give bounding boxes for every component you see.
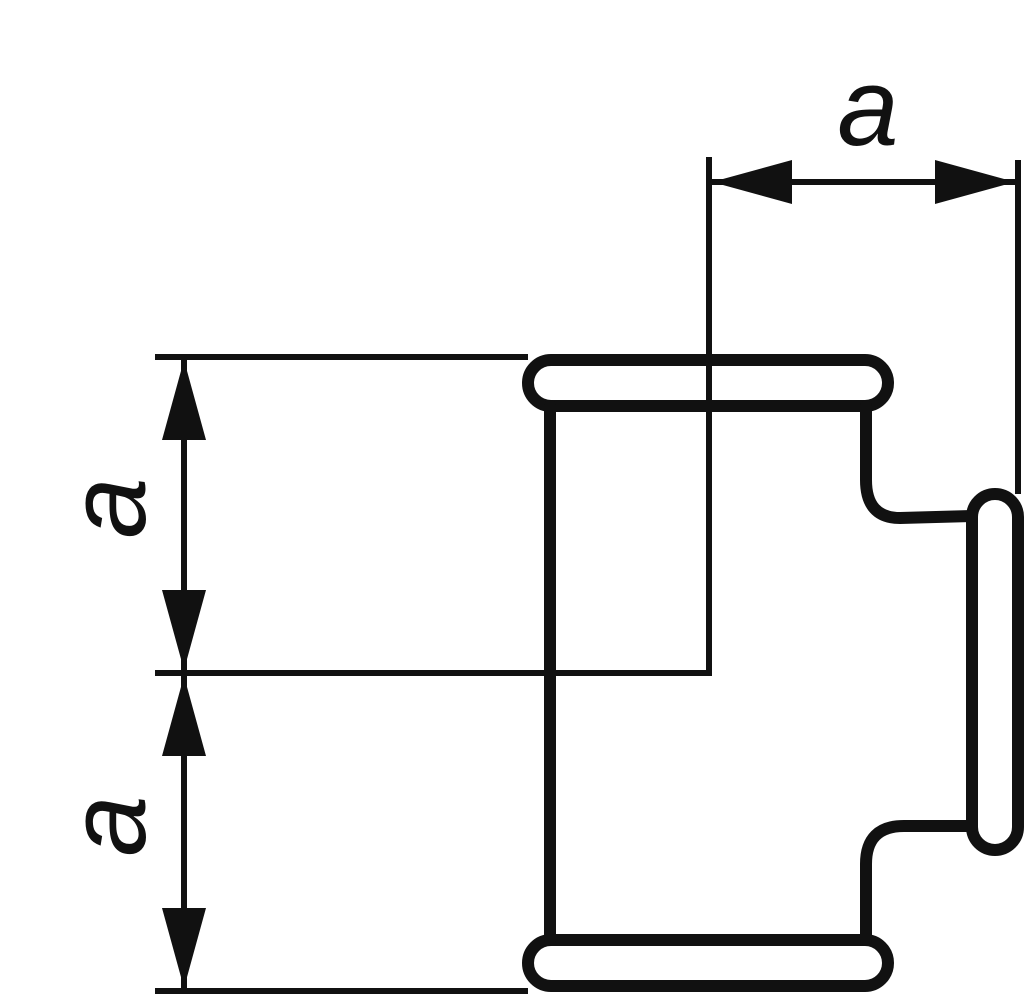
dimension-upper — [162, 360, 206, 670]
arrow-up — [162, 676, 206, 756]
arrow-right — [935, 160, 1015, 204]
arrow-up — [162, 360, 206, 440]
body-upper-neck — [860, 400, 978, 524]
extension-lines — [155, 157, 1021, 994]
arrow-down — [162, 590, 206, 670]
bottom-end-bead — [522, 934, 894, 992]
dimension-label-upper: a — [46, 477, 169, 538]
body-lower-neck — [860, 820, 978, 946]
arrow-down — [162, 908, 206, 988]
ext-line-center — [155, 157, 712, 676]
dimension-lower — [162, 676, 206, 988]
branch-end-bead — [966, 488, 1024, 856]
arrow-left — [712, 160, 792, 204]
dimension-branch — [712, 160, 1015, 204]
dimension-label-lower: a — [46, 795, 169, 856]
dimension-label-branch: a — [837, 46, 898, 169]
